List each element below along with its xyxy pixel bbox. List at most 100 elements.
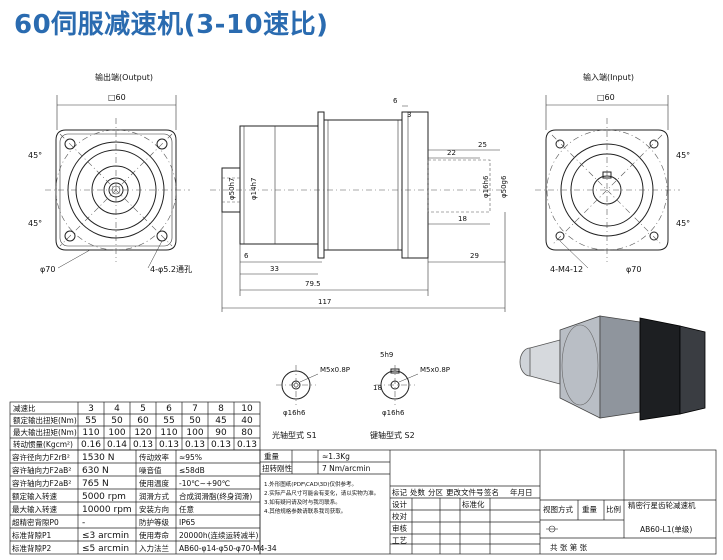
param-key: 容许轴向力F2aB² <box>12 478 71 488</box>
dim-22: 22 <box>447 149 456 157</box>
param-value: ≤5 arcmin <box>82 544 129 554</box>
param-key: 标准背隙P2 <box>12 543 52 553</box>
param-key: 超精密背隙P0 <box>12 517 59 527</box>
title-block: 重量 ≈1.3Kg 扭转刚性 7 Nm/arcmin 1.外形图纸(PDF\CA… <box>259 449 717 555</box>
model-name: AB60-L1(单级) <box>640 524 692 534</box>
revision-header: 标记 <box>392 487 407 497</box>
angle-label-bottom: 45° <box>28 219 42 228</box>
revision-header: 签名 <box>484 487 499 497</box>
weight2-label: 重量 <box>582 505 597 514</box>
input-angle-top: 45° <box>676 151 690 160</box>
spec-cell: 0.13 <box>133 440 153 450</box>
spec-row-header: 额定输出扭矩(Nm) <box>13 415 77 425</box>
param-value2: -10℃~+90℃ <box>179 479 230 488</box>
param-key2: 使用寿命 <box>139 530 169 540</box>
param-key: 最大输入转速 <box>12 504 57 514</box>
param-value2: AB60-φ14-φ50-φ70-M4-34 <box>179 544 277 553</box>
spec-cell: 60 <box>137 416 149 426</box>
dim-25: 25 <box>478 141 487 149</box>
param-key2: 噪音值 <box>139 465 162 475</box>
param-value2: 20000h(连续运转减半) <box>179 530 259 540</box>
spec-cell: 50 <box>111 416 123 426</box>
key-depth: 18 <box>373 384 382 392</box>
output-label: 输出端(Output) <box>95 72 153 82</box>
param-value2: IP65 <box>179 518 196 527</box>
param-value: 10000 rpm <box>82 505 132 515</box>
dim-79-5: 79.5 <box>305 280 321 288</box>
shaft-dia-s1: φ16h6 <box>283 409 306 417</box>
spec-cell: 110 <box>82 428 99 438</box>
spec-row-header: 减速比 <box>13 403 36 413</box>
thread-s1: M5x0.8P <box>320 366 350 374</box>
dim-phi50h7: φ50h7 <box>228 178 236 200</box>
spec-cell: 55 <box>85 416 96 426</box>
signoff-row: 校对 <box>392 511 407 521</box>
shaft-dia-s2: φ16h6 <box>382 409 405 417</box>
signoff-row: 设计 <box>392 499 407 509</box>
param-value2: ≈95% <box>179 453 202 462</box>
param-value: 1530 N <box>82 453 115 463</box>
output-bolt-circle: φ70 <box>40 265 55 274</box>
spec-cell: 0.13 <box>159 440 179 450</box>
note-line: 1.外形图纸(PDF\CAD\3D)仅供参考。 <box>264 480 357 488</box>
spec-cell: 50 <box>189 416 201 426</box>
param-value2: ≤58dB <box>179 466 205 475</box>
rigidity-label: 扭转刚性 <box>262 463 292 473</box>
output-end-view: 输出端(Output) □60 45° 45° φ70 4-φ5.2通孔 <box>28 72 192 274</box>
view-label: 视图方式 <box>543 504 573 514</box>
dim-117: 117 <box>318 298 331 306</box>
rigidity-value: 7 Nm/arcmin <box>322 464 371 473</box>
param-key: 容许轴向力F2aB² <box>12 465 71 475</box>
spec-cell: 100 <box>108 428 125 438</box>
sheet-label: 共 张 第 张 <box>550 542 588 552</box>
revision-header: 分区 <box>428 488 443 497</box>
spec-cell: 0.14 <box>107 440 127 450</box>
dim-6-top: 6 <box>393 97 398 105</box>
spec-cell: 7 <box>192 404 198 414</box>
dim-phi50g6: φ50g6 <box>500 175 508 198</box>
param-value2: 任意 <box>179 504 194 514</box>
weight-value: ≈1.3Kg <box>322 452 350 461</box>
spec-cell: 55 <box>163 416 174 426</box>
input-label: 输入端(Input) <box>583 72 634 82</box>
param-key: 额定输入转速 <box>12 491 57 501</box>
spec-cell: 0.13 <box>237 440 257 450</box>
dim-phi14h7: φ14h7 <box>250 178 258 200</box>
dim-29: 29 <box>470 252 479 260</box>
param-value2: 合成润滑脂(终身润滑) <box>179 491 252 501</box>
param-key2: 使用温度 <box>139 478 169 488</box>
spec-cell: 40 <box>241 416 253 426</box>
spec-cell: 0.16 <box>81 440 101 450</box>
revision-header: 处数 <box>410 487 425 497</box>
spec-cell: 120 <box>134 428 151 438</box>
revision-header: 年月日 <box>510 487 533 497</box>
shaft-sections: M5x0.8P φ16h6 光轴型式 S1 5h9 M5x0.8P 18 φ16… <box>272 351 450 440</box>
spec-cell: 80 <box>241 428 253 438</box>
note-line: 4.其他规格参数请联系我司获取。 <box>264 507 346 515</box>
spec-row-header: 最大输出扭矩(Nm) <box>13 427 77 437</box>
spec-cell: 3 <box>88 404 94 414</box>
param-value: 630 N <box>82 466 109 476</box>
dim-6-bottom: 6 <box>244 252 249 260</box>
shaft-type-s1: 光轴型式 S1 <box>272 430 317 440</box>
spec-cell: 110 <box>160 428 177 438</box>
param-key2: 安装方向 <box>139 504 169 514</box>
drawing-notes: 1.外形图纸(PDF\CAD\3D)仅供参考。2.实际产品尺寸可能会有变化，请以… <box>264 480 379 515</box>
dim-33: 33 <box>270 265 279 273</box>
spec-row-header: 转动惯量(Kgcm²) <box>13 439 73 449</box>
dim-phi16h6: φ16h6 <box>482 175 490 198</box>
input-square-dim: □60 <box>597 93 615 102</box>
spec-cell: 8 <box>218 404 224 414</box>
signoff-row: 工艺 <box>392 536 407 545</box>
side-view: 6 3 22 25 φ50h7 φ14h7 φ16h6 φ50g6 18 6 3… <box>210 97 508 312</box>
note-line: 2.实际产品尺寸可能会有变化，请以实物为准。 <box>264 489 379 497</box>
input-angle-bottom: 45° <box>676 219 690 228</box>
spec-cell: 6 <box>166 404 172 414</box>
param-value: - <box>82 518 85 528</box>
angle-label-top: 45° <box>28 151 42 160</box>
scale-label: 比例 <box>606 504 621 514</box>
weight-label: 重量 <box>264 452 279 461</box>
